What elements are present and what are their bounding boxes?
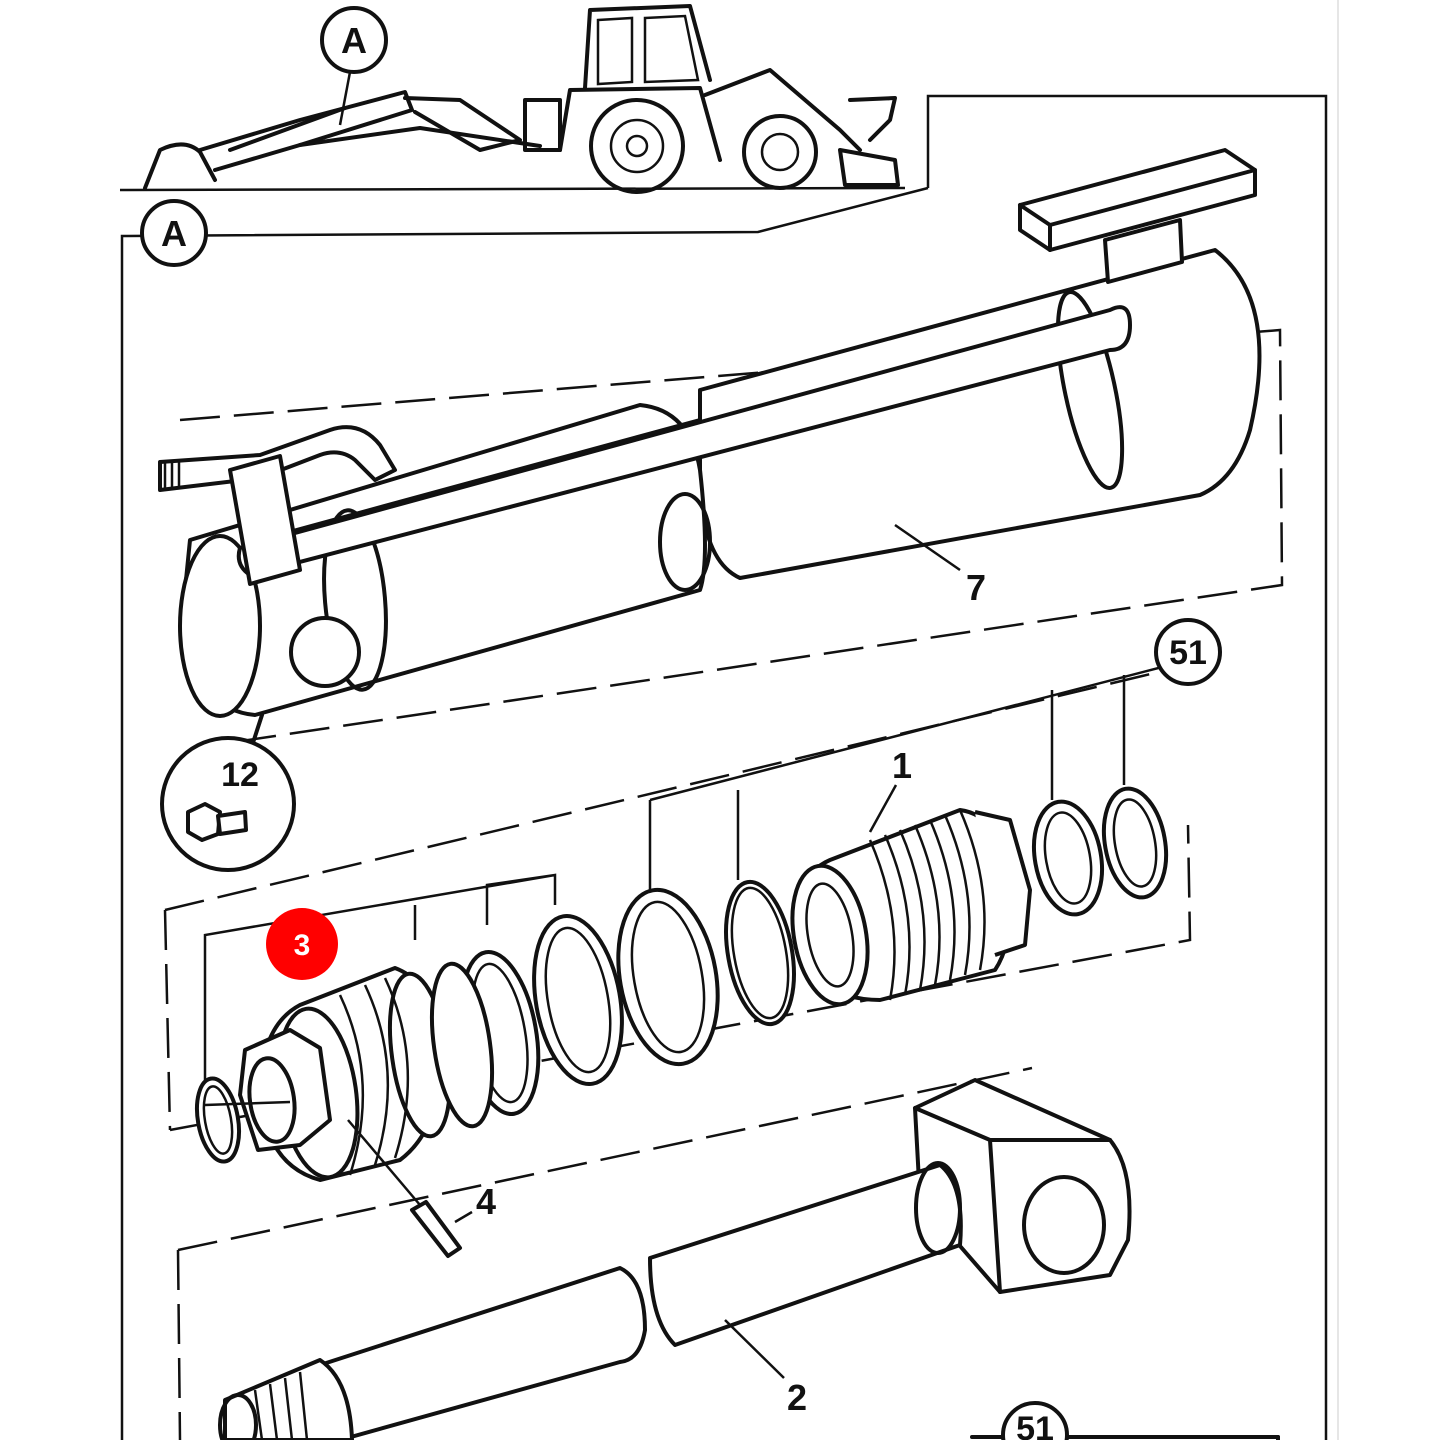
- callout-51-bottom-label: 51: [1016, 1410, 1054, 1440]
- callout-2-label: 2: [787, 1377, 807, 1418]
- piston-rod: 2: [176, 1066, 1132, 1440]
- cylinder-barrel: 7: [158, 148, 1284, 747]
- callout-a-frame-label: A: [161, 213, 187, 254]
- detail-frame: [120, 94, 1328, 1440]
- callout-1-label: 1: [892, 745, 912, 786]
- callout-grease-nipple: 12: [160, 713, 296, 872]
- callout-51-top-label: 51: [1169, 634, 1207, 672]
- callout-12-label: 12: [221, 756, 259, 794]
- backhoe-loader-illustration: [119, 4, 906, 194]
- callout-a-frame: A: [140, 199, 208, 267]
- piston: [204, 961, 494, 1182]
- callout-a-top-label: A: [341, 20, 367, 61]
- callout-4-label: 4: [476, 1181, 496, 1222]
- callout-3-label: 3: [294, 929, 311, 962]
- callout-7-label: 7: [966, 567, 986, 608]
- callout-a-top: A: [320, 6, 388, 126]
- piston-highlight-badge: 3: [266, 908, 338, 980]
- seal-kit-group: 51: [163, 618, 1222, 1132]
- seal-kit-box-bottom: 51: [970, 1401, 1280, 1440]
- roll-pin: 4: [347, 1119, 496, 1258]
- cylinder-head: 1: [790, 745, 1032, 1007]
